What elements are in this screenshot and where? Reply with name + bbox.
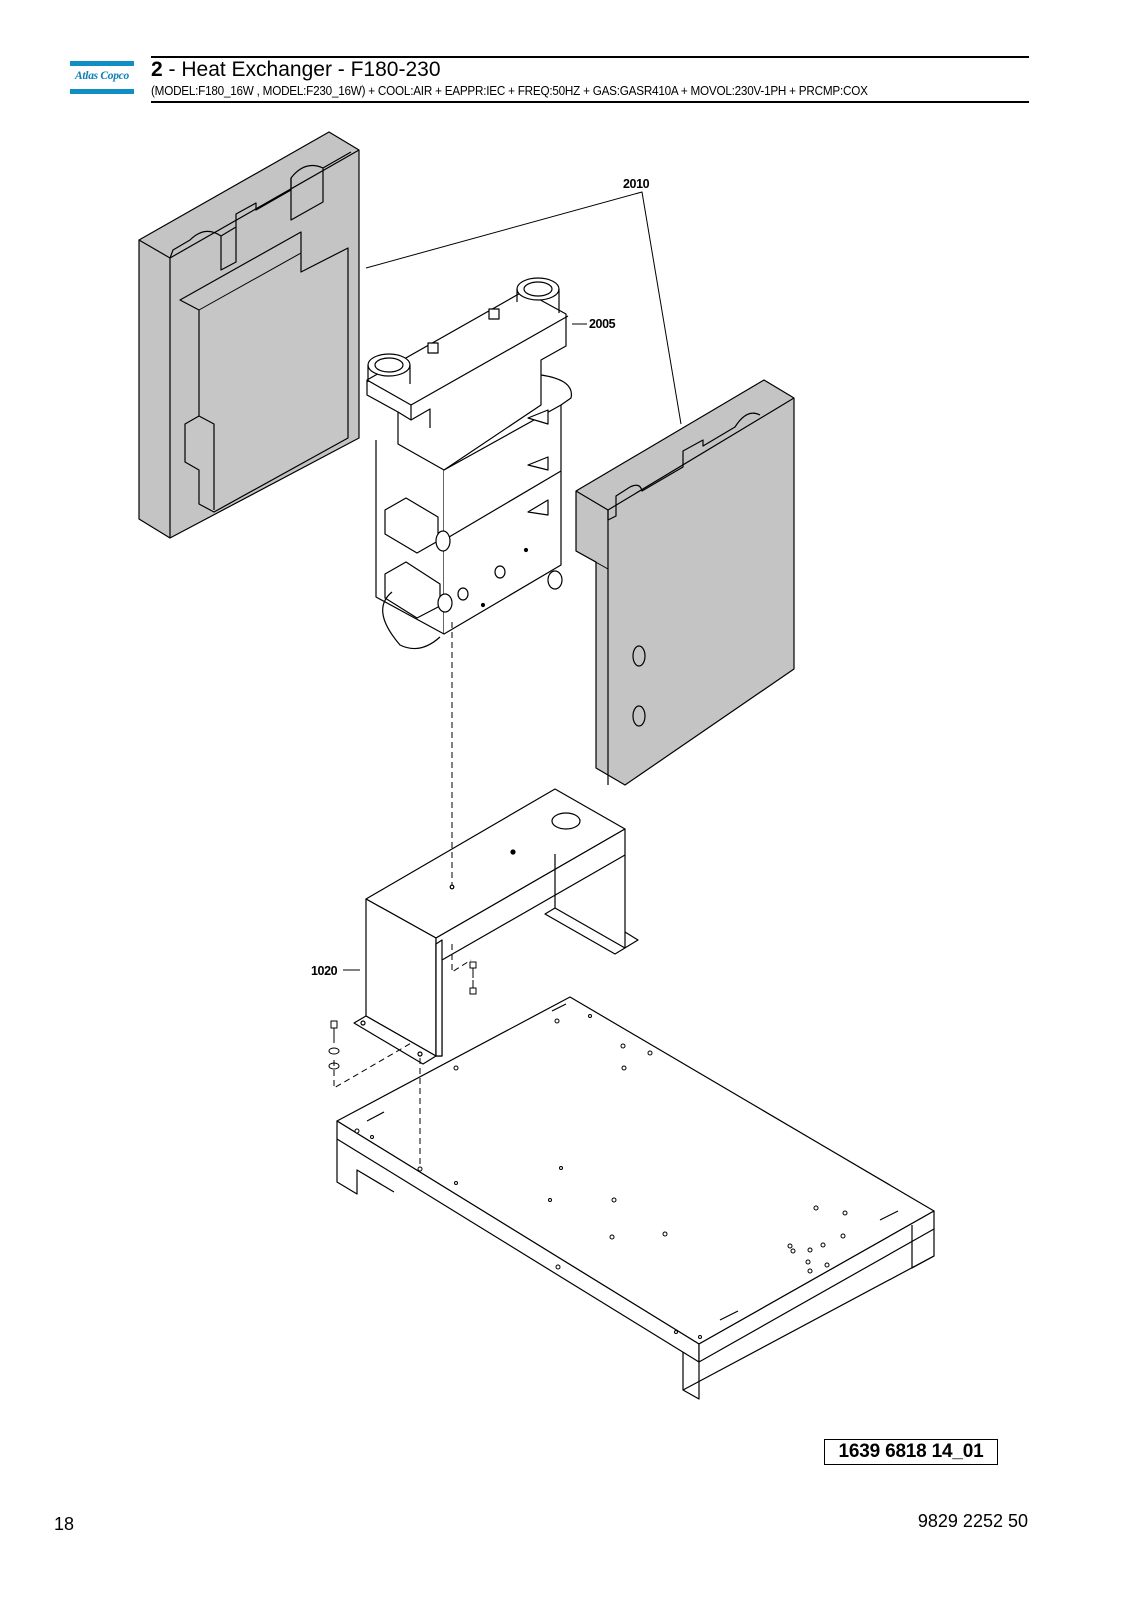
- logo-band-top: [70, 61, 134, 66]
- document-number: 9829 2252 50: [917, 1511, 1028, 1531]
- bracket-1020: [353, 788, 639, 1065]
- base-frame: [336, 996, 935, 1400]
- page-title: 2 - Heat Exchanger - F180-230: [151, 58, 441, 82]
- header-rule-bottom: [151, 101, 1029, 103]
- logo-text: Atlas Copco: [75, 70, 129, 82]
- callout-2005: 2005: [589, 317, 616, 331]
- section-title: - Heat Exchanger - F180-230: [162, 58, 441, 81]
- fasteners: [328, 961, 477, 1070]
- insulation-shell-left: [138, 131, 360, 539]
- drawing-id: 1639 6818 14_01: [824, 1439, 998, 1465]
- option-codes: (MODEL:F180_16W , MODEL:F230_16W) + COOL…: [151, 84, 868, 98]
- section-number: 2: [151, 58, 163, 81]
- callout-1020: 1020: [311, 964, 338, 978]
- callout-leaders: [343, 191, 682, 971]
- logo-band-bottom: [70, 89, 134, 94]
- header-rule-top: [151, 56, 1029, 58]
- atlas-copco-logo: Atlas Copco: [70, 61, 134, 95]
- page-number: 18: [54, 1514, 75, 1534]
- assembly-lines: [333, 622, 472, 1167]
- heat-exchanger-2005: [366, 277, 573, 650]
- insulation-shell-right: [575, 379, 795, 786]
- callout-2010: 2010: [623, 177, 650, 191]
